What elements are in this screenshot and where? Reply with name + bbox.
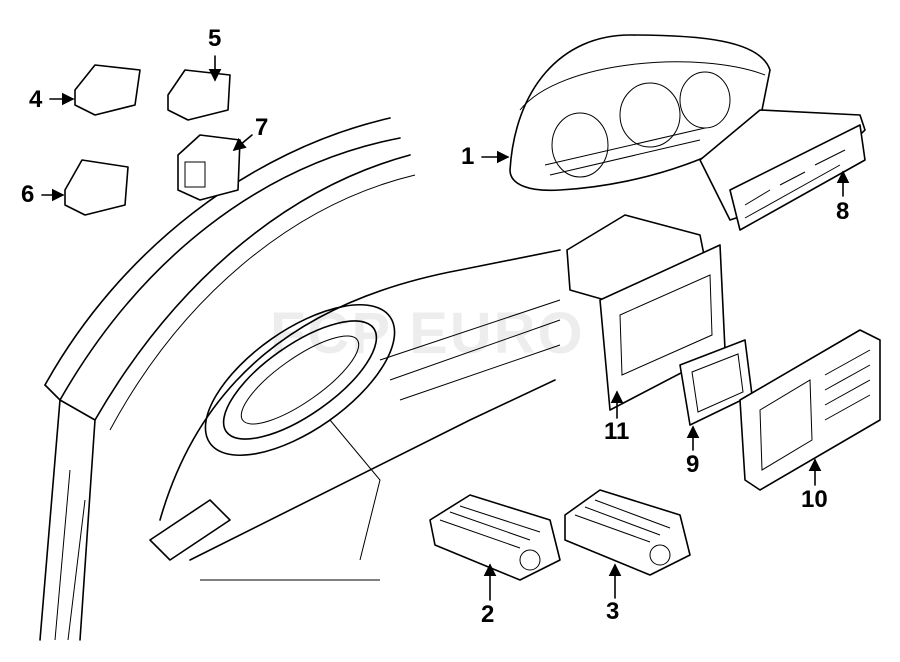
part-4-switch	[74, 64, 141, 116]
callout-arrows	[41, 55, 850, 601]
part-10-radio-faceplate	[739, 329, 881, 491]
dashboard-illustration	[39, 117, 561, 641]
part-1-instrument-cluster	[509, 34, 771, 192]
callout-11: 11	[604, 418, 630, 445]
part-8-climate-control	[699, 109, 866, 231]
part-11-radio-bracket	[566, 214, 726, 411]
callout-8: 8	[836, 198, 850, 225]
part-2-light-switch	[429, 494, 561, 581]
callout-9: 9	[686, 451, 700, 478]
callout-2: 2	[481, 601, 495, 628]
part-3-light-switch	[564, 489, 691, 576]
part-7-switch	[177, 134, 241, 201]
callout-7: 7	[255, 114, 269, 141]
part-5-switch	[167, 69, 231, 121]
callout-10: 10	[801, 486, 828, 513]
callout-3: 3	[606, 598, 620, 625]
callout-4: 4	[29, 86, 43, 113]
callout-5: 5	[208, 25, 222, 52]
callout-1: 1	[461, 143, 475, 170]
part-6-switch	[64, 159, 129, 216]
callout-6: 6	[21, 181, 35, 208]
